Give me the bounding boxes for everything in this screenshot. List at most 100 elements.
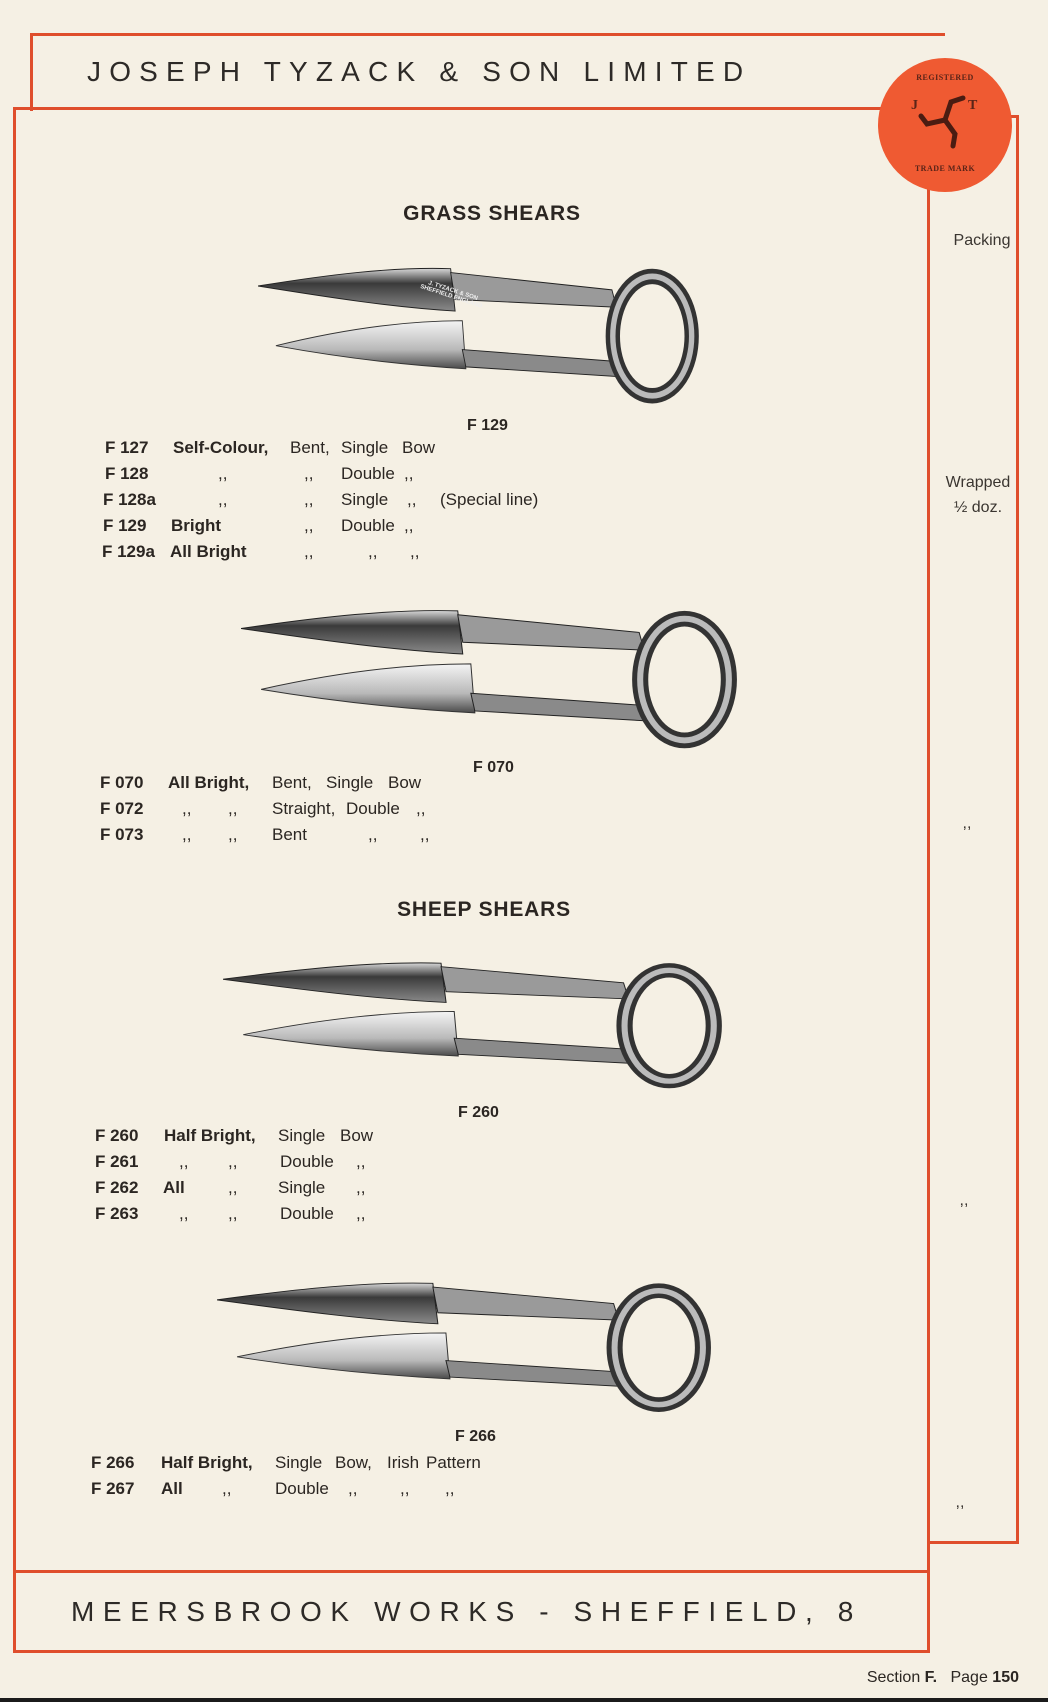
shape: Bent, <box>272 773 312 792</box>
finish: Half Bright, <box>164 1126 256 1145</box>
shear-part <box>457 614 645 651</box>
shears-illustration-f260 <box>223 962 722 1089</box>
ditto: ,, <box>404 464 414 483</box>
shears-illustration-f070 <box>241 610 737 749</box>
ditto: ,, <box>410 542 420 561</box>
shear-part <box>261 663 476 714</box>
ditto: ,, <box>368 542 378 561</box>
frame-line <box>927 180 930 1653</box>
page-label: Page <box>950 1669 988 1686</box>
trade-mark-logo: REGISTERED J T TRADE MARK <box>878 58 1012 192</box>
shear-part <box>432 1286 620 1321</box>
section-heading-grass-shears: GRASS SHEARS <box>403 202 581 225</box>
packing-grass-1: Wrapped <box>945 474 1011 491</box>
bow: Double <box>275 1479 329 1498</box>
bow: Single <box>341 490 389 509</box>
ditto: ,, <box>404 516 414 535</box>
ditto: ,, <box>407 490 417 509</box>
shear-part <box>243 1010 459 1057</box>
shear-part <box>223 962 447 1003</box>
ditto: ,, <box>416 799 426 818</box>
packing-grass-2: ½ doz. <box>953 499 1003 516</box>
shear-part <box>621 967 717 1084</box>
shear-part <box>217 1282 439 1325</box>
frame-line <box>927 1541 1019 1544</box>
shear-part <box>637 615 732 744</box>
product-code: F 266 <box>91 1453 135 1472</box>
product-code: F 267 <box>91 1479 135 1498</box>
ditto: ,, <box>218 464 228 483</box>
product-code: F 262 <box>95 1178 139 1197</box>
section-label: Section <box>866 1669 921 1686</box>
frame-line <box>30 33 945 36</box>
product-code: F 127 <box>105 438 149 457</box>
logo-letter-t: T <box>968 98 978 113</box>
shear-part <box>470 692 645 722</box>
note: (Special line) <box>440 490 539 509</box>
figure-caption: F 266 <box>455 1428 496 1445</box>
ditto: ,, <box>218 490 228 509</box>
frame-line <box>13 107 893 110</box>
ditto: ,, <box>228 799 238 818</box>
shears-illustration-f129 <box>258 267 699 404</box>
frame-line <box>13 1570 930 1573</box>
ditto: ,, <box>179 1204 189 1223</box>
bow: Double <box>341 464 395 483</box>
product-code: F 072 <box>100 799 144 818</box>
ditto: ,, <box>228 1178 238 1197</box>
ditto: ,, <box>228 825 238 844</box>
bow-label: Bow, <box>335 1453 372 1472</box>
ditto: ,, <box>182 799 192 818</box>
logo-registered-text: REGISTERED <box>916 73 974 82</box>
product-code: F 128 <box>105 464 149 483</box>
figure-caption: F 260 <box>458 1104 499 1121</box>
ditto: ,, <box>304 516 314 535</box>
shear-part <box>440 966 630 1000</box>
product-code: F 129a <box>102 542 155 561</box>
ditto: ,, <box>368 825 378 844</box>
finish: All <box>161 1479 183 1498</box>
shape: Straight, <box>272 799 336 818</box>
product-code: F 260 <box>95 1126 139 1145</box>
ditto: ,, <box>356 1178 366 1197</box>
ditto: ,, <box>179 1152 189 1171</box>
product-code: F 261 <box>95 1152 139 1171</box>
finish: Half Bright, <box>161 1453 253 1472</box>
pattern-label: Pattern <box>426 1453 481 1472</box>
triskelion-icon <box>918 95 966 149</box>
frame-line <box>1005 115 1019 118</box>
packing-ditto: ,, <box>962 815 972 832</box>
figure-caption: F 070 <box>473 759 514 776</box>
bow: Double <box>280 1152 334 1171</box>
bow-label: Bow <box>340 1126 374 1145</box>
finish: All Bright, <box>168 773 250 792</box>
shear-part <box>461 349 618 378</box>
section-heading-sheep-shears: SHEEP SHEARS <box>397 898 571 921</box>
packing-ditto: ,, <box>959 1192 969 1209</box>
bow: Single <box>275 1453 323 1472</box>
pattern: Irish <box>387 1453 420 1472</box>
ditto: ,, <box>400 1479 410 1498</box>
ditto: ,, <box>304 464 314 483</box>
shear-part <box>445 1360 620 1387</box>
shape: Bent, <box>290 438 330 457</box>
finish: All <box>163 1178 185 1197</box>
ditto: ,, <box>348 1479 358 1498</box>
ditto: ,, <box>356 1152 366 1171</box>
product-code: F 073 <box>100 825 144 844</box>
ditto: ,, <box>356 1204 366 1223</box>
product-code: F 070 <box>100 773 144 792</box>
logo-trade-mark-text: TRADE MARK <box>914 164 976 173</box>
logo-letter-j: J <box>911 98 918 113</box>
bow-label: Bow <box>402 438 436 457</box>
frame-line <box>13 1650 930 1653</box>
shear-part <box>236 1332 451 1380</box>
finish: Self-Colour, <box>173 438 269 457</box>
ditto: ,, <box>228 1152 238 1171</box>
company-title: JOSEPH TYZACK & SON LIMITED <box>87 56 752 87</box>
frame-line <box>13 107 16 1653</box>
bow: Single <box>278 1126 326 1145</box>
ditto: ,, <box>420 825 430 844</box>
shear-part <box>453 1037 630 1064</box>
packing-ditto: ,, <box>955 1494 965 1511</box>
